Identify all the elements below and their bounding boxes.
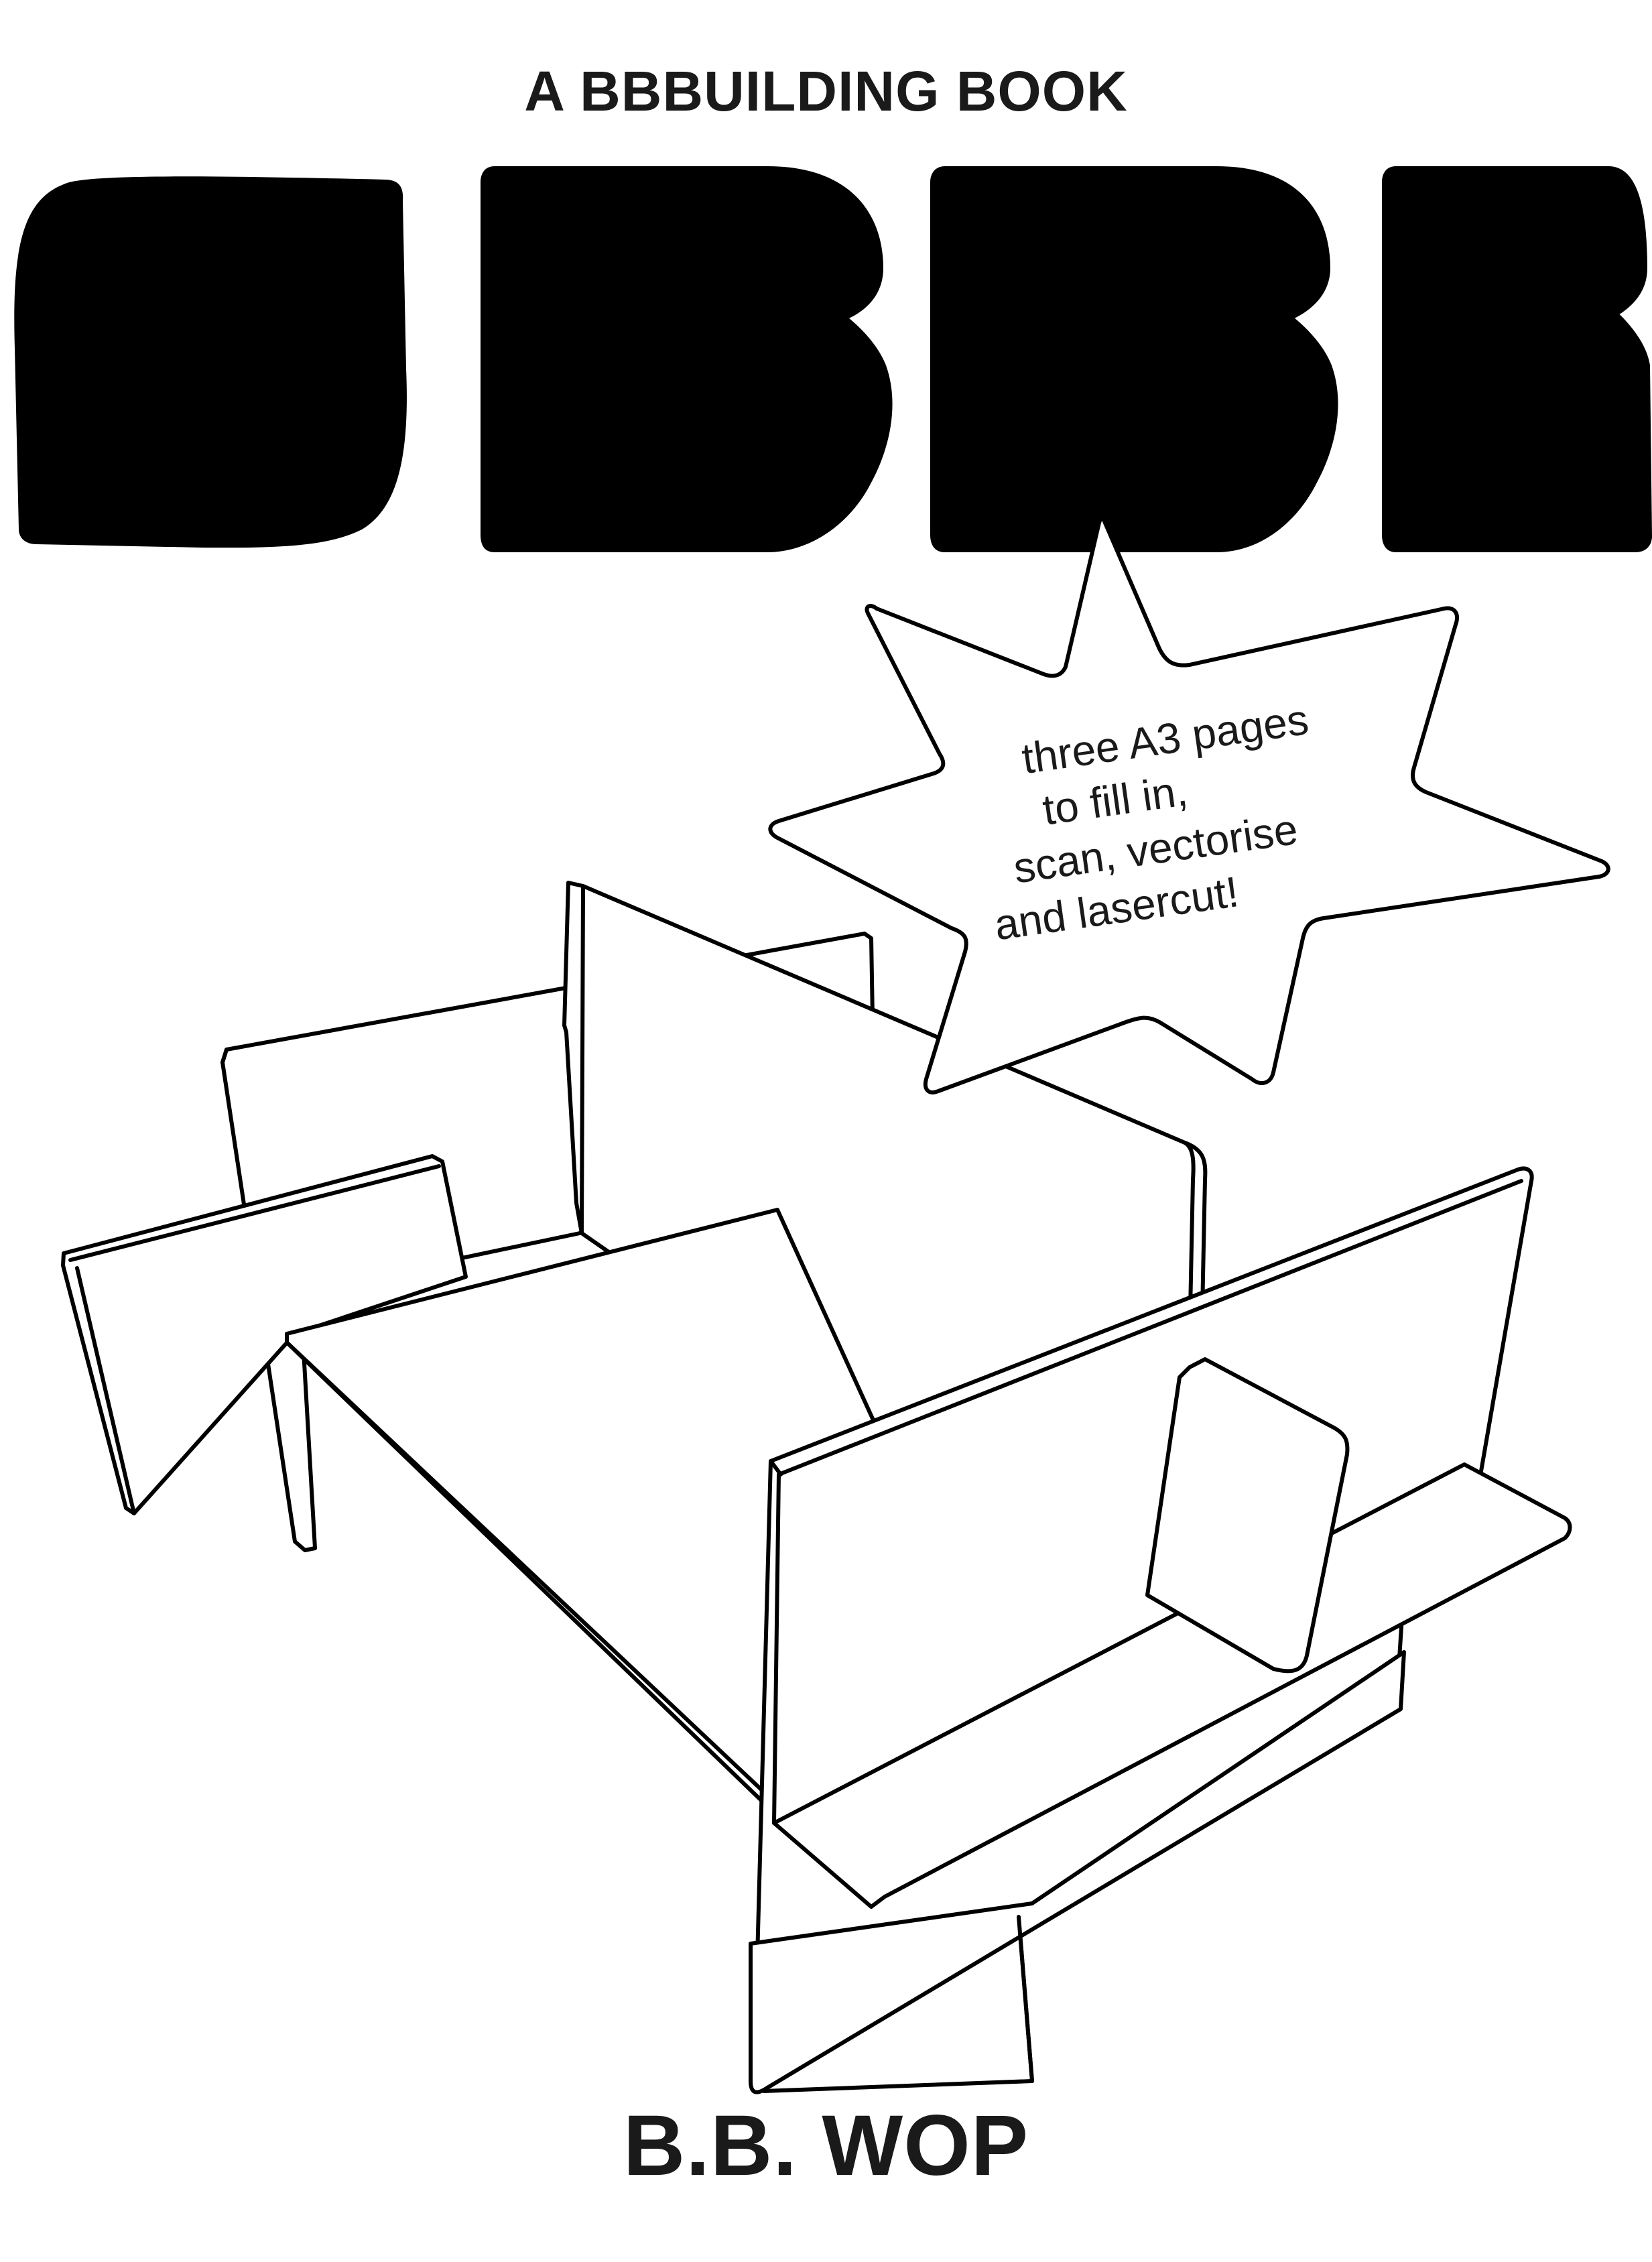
logo-letter-b2: [930, 166, 1338, 552]
logo-letter-b3: [1382, 166, 1652, 552]
logo-letter-o: [14, 176, 407, 548]
furniture-illustration: [61, 881, 1572, 2094]
right-shelf: [772, 1462, 1572, 1909]
author-name: B.B. WOP: [623, 2098, 1029, 2194]
series-title: A BBBUILDING BOOK: [524, 60, 1128, 123]
starburst-shape: [768, 516, 1610, 1094]
right-bracket: [1145, 1357, 1350, 1674]
starburst-callout: three A3 pages to fill in, scan, vectori…: [768, 516, 1610, 1094]
title-logo: [14, 166, 1652, 552]
lower-support: [749, 1650, 1406, 2094]
logo-letter-b1: [481, 166, 893, 552]
